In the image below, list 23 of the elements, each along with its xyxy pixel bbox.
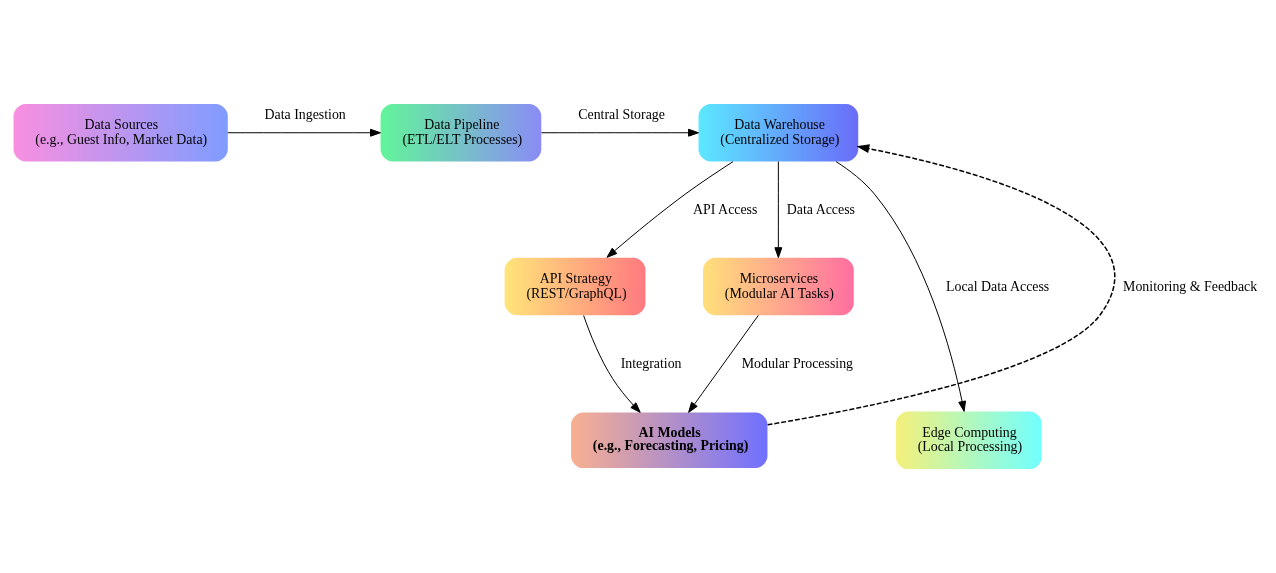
arrow [606,161,734,258]
arrow [835,161,967,412]
node-box: Microservices (Modular AI Tasks) [703,257,854,316]
arrow [688,314,759,413]
edge-label: API Access [693,201,758,217]
node-box: API Strategy (REST/GraphQL) [504,257,646,316]
edge-label: Monitoring & Feedback [1123,278,1258,294]
arrow [227,128,381,137]
edge-label: Local Data Access [946,278,1050,294]
node-box: AI Models (e.g., Forecasting, Pricing) [571,412,768,469]
edge-label: Modular Processing [741,355,854,371]
node-box: Data Pipeline (ETL/ELT Processes) [380,103,542,162]
edge-label: Data Ingestion [264,106,346,122]
arrow [766,144,1116,426]
arrow [583,315,641,413]
edge-label: Central Storage [578,106,665,122]
edge-label: Integration [620,355,682,371]
node-box: Edge Computing (Local Processing) [895,411,1042,470]
node-box: Data Sources (e.g., Guest Info, Market Data) [13,103,228,162]
arrow [774,161,783,259]
edge-label: Data Access [786,201,856,217]
node-box: Data Warehouse (Centralized Storage) [698,103,859,162]
arrow [540,128,699,137]
